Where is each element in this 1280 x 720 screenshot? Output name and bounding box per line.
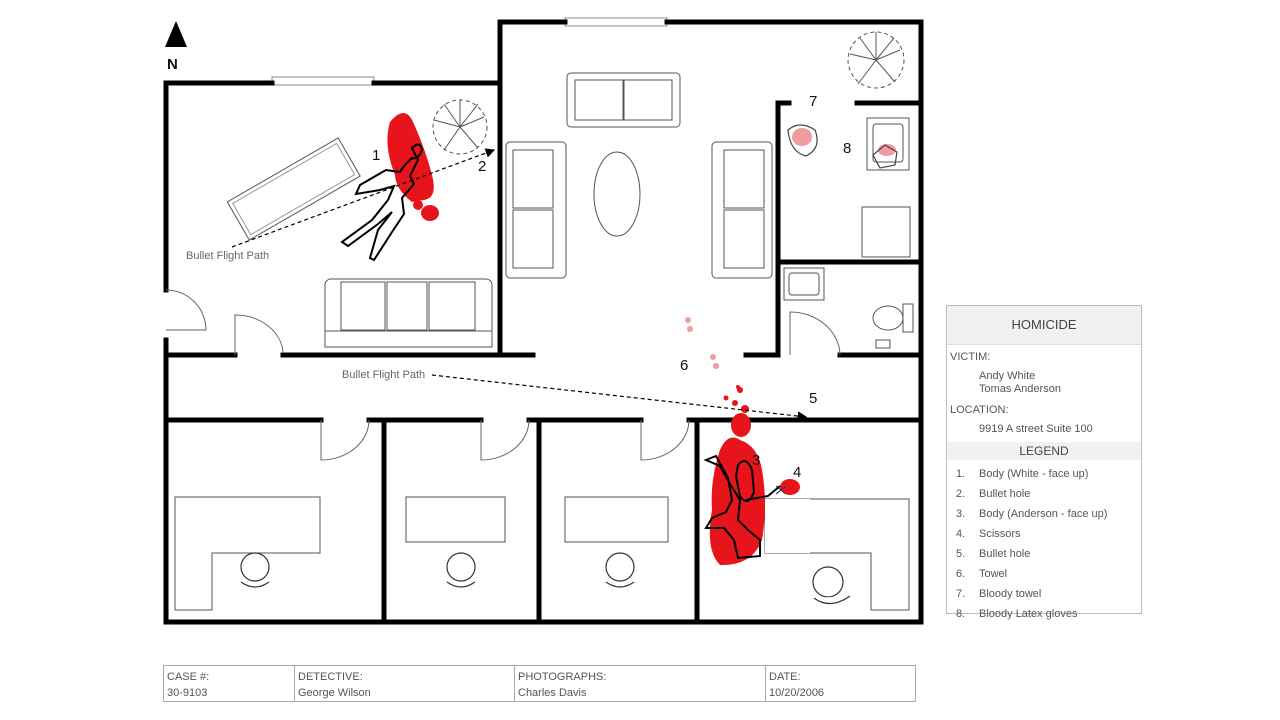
latex-gloves-icon xyxy=(872,144,898,169)
legend-title: LEGEND xyxy=(947,442,1141,460)
legend-item: 2.Bullet hole xyxy=(956,488,1031,500)
victim-label: VICTIM: xyxy=(950,351,991,363)
date-value: 10/20/2006 xyxy=(769,687,825,699)
photographs-label: PHOTOGRAPHS: xyxy=(518,671,607,683)
legend-list: 1.Body (White - face up) 2.Bullet hole 3… xyxy=(947,464,1141,624)
plant-icon xyxy=(432,99,488,155)
legend-item: 1.Body (White - face up) xyxy=(956,468,1089,480)
towel-stains xyxy=(685,128,896,369)
photographs-value: Charles Davis xyxy=(518,687,587,699)
legend-panel-title: HOMICIDE xyxy=(947,306,1141,345)
desk-cubicle-1 xyxy=(174,496,321,611)
bullet-path-label-1: Bullet Flight Path xyxy=(186,250,269,262)
bullet-path-1 xyxy=(231,148,496,248)
plant-icon xyxy=(847,31,905,89)
bloody-towel-icon xyxy=(787,124,818,157)
kitchen-sink xyxy=(861,117,911,258)
case-number-value: 30-9103 xyxy=(167,687,208,699)
body-outline-1 xyxy=(340,143,424,262)
bullet-path-2 xyxy=(431,374,808,421)
office-chairs xyxy=(240,552,851,605)
legend-panel: HOMICIDE VICTIM: Andy White Tomas Anders… xyxy=(946,305,1142,620)
detective-cell: DETECTIVE: George Wilson xyxy=(295,666,515,701)
legend-item: 4.Scissors xyxy=(956,528,1021,540)
legend-item: 6.Towel xyxy=(956,568,1008,580)
marker-3: 3 xyxy=(752,452,760,469)
north-arrow-icon: N xyxy=(165,21,187,73)
toilet-icon xyxy=(872,303,914,349)
sofa-lounge-east xyxy=(711,141,773,279)
sofa-lounge-north xyxy=(566,72,681,128)
legend-item: 7.Bloody towel xyxy=(956,588,1042,600)
desk-cubicle-2 xyxy=(405,496,506,543)
case-number-cell: CASE #: 30-9103 xyxy=(164,666,295,701)
legend-item: 5.Bullet hole xyxy=(956,548,1031,560)
evidence-items xyxy=(775,124,898,495)
victim-name: Tomas Anderson xyxy=(979,383,1061,395)
legend-item: 8.Bloody Latex gloves xyxy=(956,608,1078,620)
desk-office xyxy=(226,137,361,241)
bathroom-sink xyxy=(783,267,825,301)
north-label: N xyxy=(167,56,178,73)
marker-4: 4 xyxy=(793,464,801,481)
photographs-cell: PHOTOGRAPHS: Charles Davis xyxy=(515,666,766,701)
bullet-path-label-2: Bullet Flight Path xyxy=(342,369,425,381)
date-cell: DATE: 10/20/2006 xyxy=(766,666,915,701)
marker-5: 5 xyxy=(809,390,817,407)
case-number-label: CASE #: xyxy=(167,671,210,683)
body-outline-3 xyxy=(703,454,781,560)
location-label: LOCATION: xyxy=(950,404,1009,416)
case-info-table: CASE #: 30-9103 DETECTIVE: George Wilson… xyxy=(163,665,916,702)
window-lounge-north xyxy=(564,17,668,27)
legend-item: 3.Body (Anderson - face up) xyxy=(956,508,1108,520)
detective-value: George Wilson xyxy=(298,687,371,699)
desk-cubicle-3 xyxy=(564,496,669,543)
marker-1: 1 xyxy=(372,147,380,164)
marker-8: 8 xyxy=(843,140,851,157)
marker-7: 7 xyxy=(809,93,817,110)
window-office-north xyxy=(271,76,375,86)
date-label: DATE: xyxy=(769,671,801,683)
marker-6: 6 xyxy=(680,357,688,374)
doors xyxy=(165,289,841,461)
coffee-table xyxy=(593,151,641,237)
victim-name: Andy White xyxy=(979,370,1036,382)
sofa-lounge-west xyxy=(505,141,567,279)
sofa-office xyxy=(324,278,493,348)
walls xyxy=(163,19,924,625)
detective-label: DETECTIVE: xyxy=(298,671,363,683)
location-value: 9919 A street Suite 100 xyxy=(979,423,1093,435)
marker-2: 2 xyxy=(478,158,486,175)
